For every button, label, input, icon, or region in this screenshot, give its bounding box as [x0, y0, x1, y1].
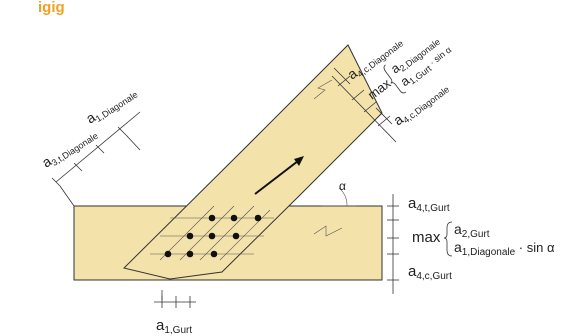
shear-arrow-chord	[313, 225, 343, 237]
force-arrowhead	[294, 156, 304, 166]
alpha-symbol: α	[339, 179, 346, 193]
max-diag-brace	[383, 64, 407, 94]
fastener	[186, 232, 194, 240]
fastener	[164, 250, 172, 258]
label-a3t-diagonale: a3,t,Diagonale	[39, 124, 100, 172]
fastener	[230, 214, 238, 222]
title-fragment: igig	[38, 0, 65, 16]
fastener	[208, 232, 216, 240]
label-a1-diagonale: a1,Diagonale	[83, 83, 140, 129]
dimension-diagonal-left	[51, 111, 141, 207]
alpha-arc	[338, 187, 348, 207]
shear-arrow-diagonal	[313, 79, 333, 100]
label-a1-gurt: a1,Gurt	[156, 317, 192, 336]
dimension-chord-bottom	[154, 290, 196, 308]
label-a4t-gurt: a4,t,Gurt	[408, 195, 450, 214]
label-a4c-gurt: a4,c,Gurt	[408, 263, 452, 282]
label-a4c-diagonale-bottom: a4,c,Diagonale	[390, 78, 451, 130]
max-gurt-word: max	[412, 229, 441, 246]
max-gurt-brace	[443, 221, 453, 257]
fasteners	[164, 214, 262, 258]
diagonal-member	[123, 44, 383, 280]
fastener	[210, 250, 218, 258]
max-gurt-line2: a1,Diagonale · sin α	[454, 239, 555, 258]
fastener	[232, 232, 240, 240]
fastener	[254, 214, 262, 222]
label-max-gurt: max a2,Gurt a1,Diagonale · sin α	[412, 221, 555, 258]
dimension-chord-right	[387, 194, 399, 294]
max-gurt-line1: a2,Gurt	[454, 221, 490, 240]
force-arrow	[254, 160, 299, 195]
fastener	[186, 250, 194, 258]
dimension-diagonal-right	[331, 67, 397, 143]
fastener	[208, 214, 216, 222]
